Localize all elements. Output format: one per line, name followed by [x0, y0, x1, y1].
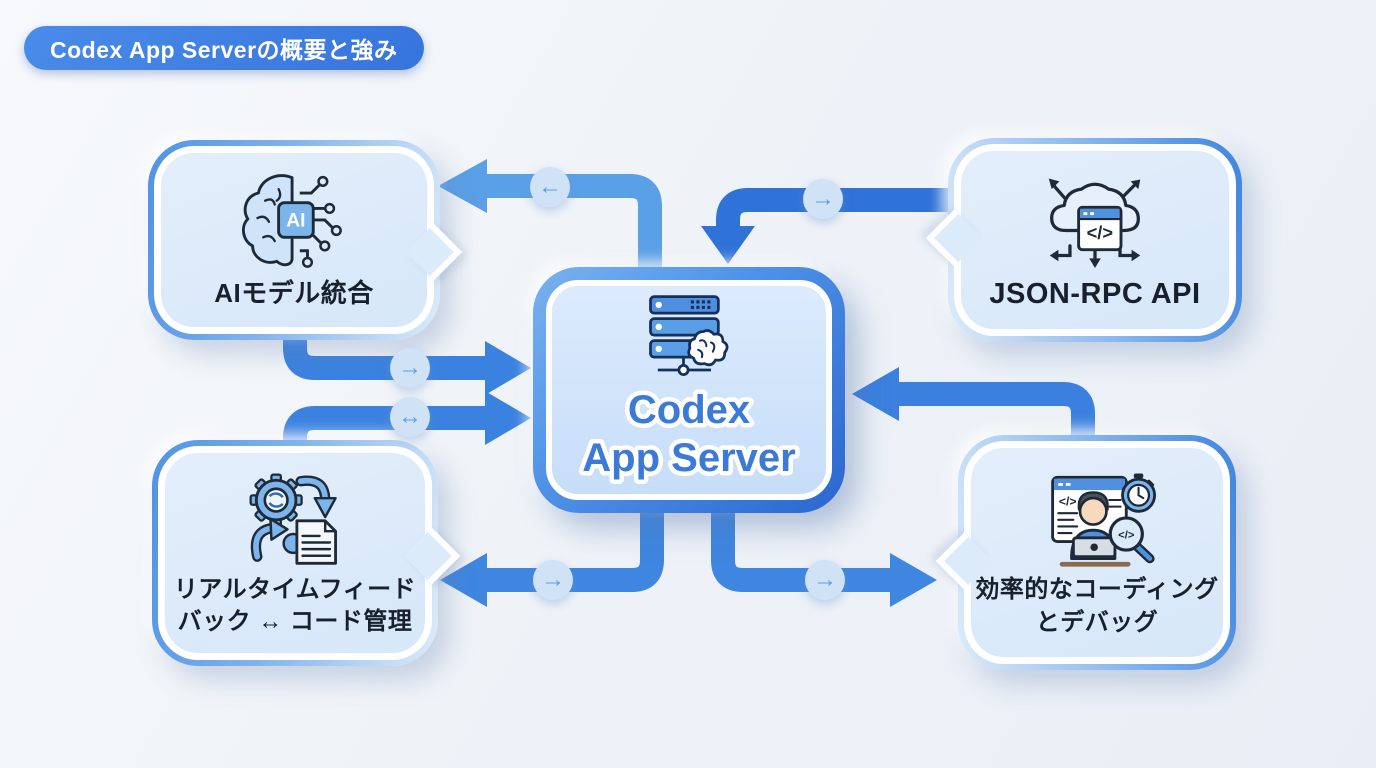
badge-ai-to-center: → — [390, 348, 430, 388]
server-brain-icon — [649, 295, 729, 376]
diagram-title-badge: Codex App Serverの概要と強み — [24, 26, 424, 70]
node-label-line2: バック ↔ コード管理 — [177, 608, 413, 635]
node-ai-inner: AI AIモデル統合 — [154, 146, 434, 334]
node-efficient-coding: </> — [935, 435, 1236, 670]
badge-center-to-ai: ← — [530, 167, 570, 207]
magnifier: </> — [1108, 516, 1155, 564]
gear — [249, 473, 303, 527]
badge-center-to-coding: → — [805, 560, 845, 600]
magnifier-code-glyph: </> — [1118, 530, 1135, 542]
node-coding-inner: </> — [964, 441, 1230, 664]
connector-center-to-ai — [438, 159, 662, 275]
node-label: JSON-RPC API — [989, 278, 1201, 311]
badge-jsonrpc-to-center: → — [803, 179, 843, 219]
node-json-rpc-api: </> JSON-RPC API — [925, 138, 1242, 342]
connector-center-to-feedback — [440, 508, 664, 607]
center-label-line1: Codex — [628, 388, 750, 432]
badge-feedback-bidirectional: ↔ — [390, 397, 430, 437]
connector-center-to-coding — [711, 508, 937, 607]
badge-glyph-right-arrow: → — [813, 566, 837, 593]
badge-glyph-right-arrow: → — [541, 566, 565, 593]
badge-glyph-right-arrow: → — [398, 354, 422, 381]
node-feedback-inner: リアルタイムフィード バック ↔ コード管理 — [158, 446, 432, 660]
node-label: AIモデル統合 — [214, 278, 374, 309]
connector-coding-to-center — [852, 367, 1095, 450]
badge-glyph-bidirectional-arrow: ↔ — [398, 403, 422, 430]
node-realtime-feedback: リアルタイムフィード バック ↔ コード管理 — [152, 440, 461, 666]
code-window-glyph: </> — [1059, 495, 1077, 509]
node-label-line1: リアルタイムフィード — [173, 575, 417, 603]
center-label-block: Codex App Server — [578, 385, 800, 485]
connector-jsonrpc-to-center — [701, 188, 955, 264]
node-jsonrpc-inner: </> JSON-RPC API — [954, 144, 1236, 336]
center-inner: Codex App Server — [546, 280, 832, 500]
stopwatch — [1121, 473, 1157, 513]
node-label-line2: とデバッグ — [1035, 608, 1159, 636]
connector-ai-to-center — [283, 320, 531, 395]
diagram-title: Codex App Serverの概要と強み — [50, 37, 398, 63]
badge-glyph-right-arrow: → — [811, 185, 835, 212]
node-ai-model-integration: AI AIモデル統合 — [148, 140, 463, 340]
node-codex-app-server: Codex App Server — [533, 267, 845, 513]
connector-feedback-to-center — [283, 391, 531, 452]
cloud-code-api-icon: </> — [1048, 178, 1141, 269]
badge-center-to-feedback: → — [533, 560, 573, 600]
person — [1070, 491, 1117, 561]
sync-gear-document-icon — [249, 473, 337, 565]
center-label-line2: App Server — [582, 436, 795, 480]
ai-brain-chip-icon: AI — [241, 174, 342, 269]
ai-chip-label: AI — [286, 211, 305, 232]
coder-debug-icon: </> — [1051, 473, 1157, 567]
badge-glyph-left-arrow: ← — [538, 173, 562, 200]
node-label-line1: 効率的なコーディング — [975, 576, 1219, 604]
code-window-glyph: </> — [1087, 223, 1113, 244]
